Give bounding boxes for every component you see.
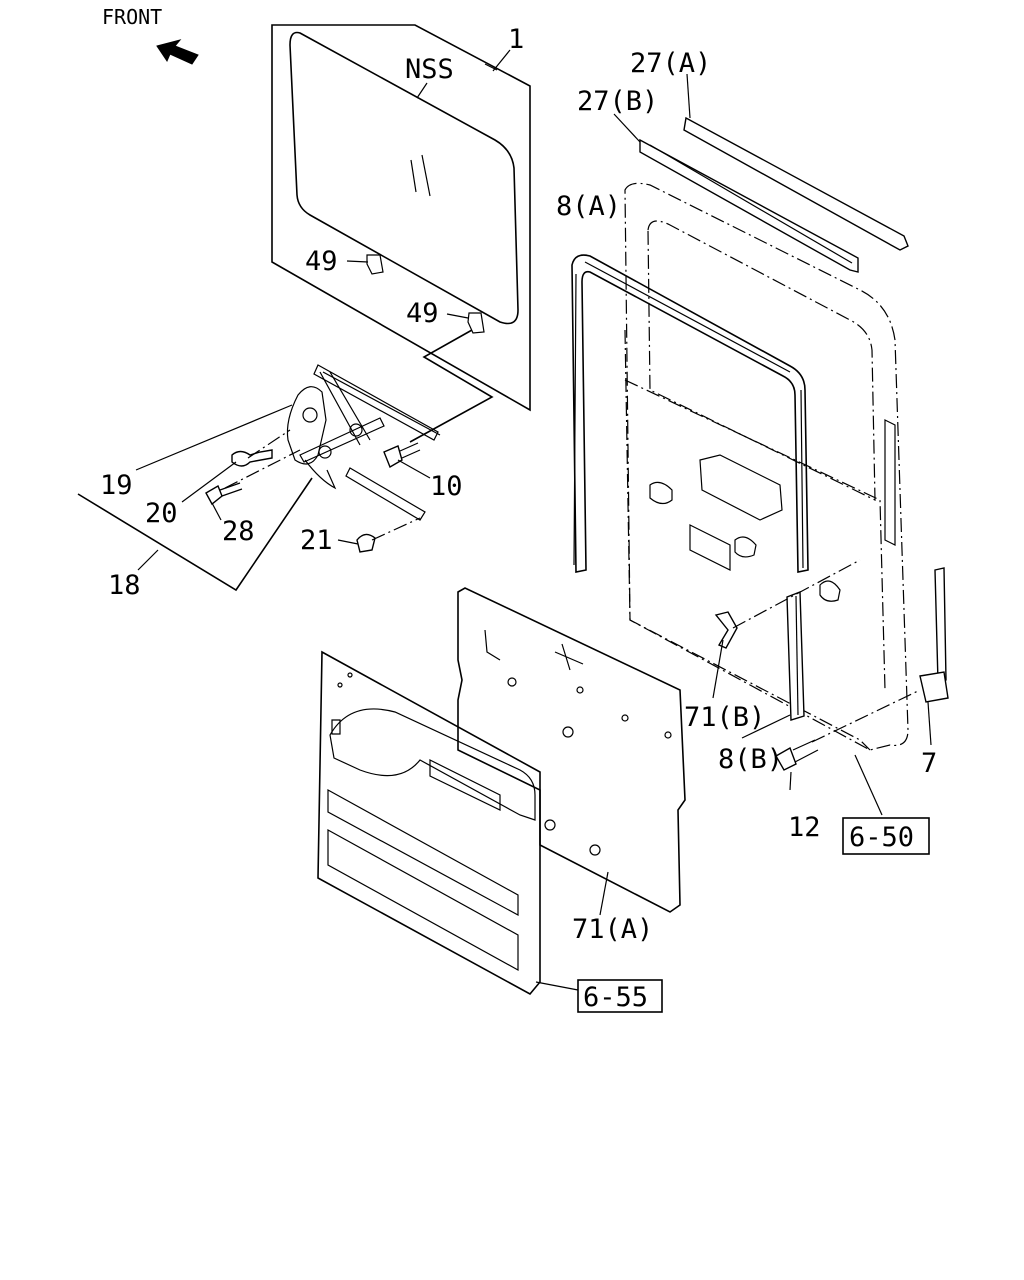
label-part-12: 12 [788,812,821,843]
ref-box-6-50[interactable]: 6-50 [842,817,930,855]
label-part-1: 1 [508,24,524,55]
label-part-10: 10 [430,471,463,502]
ref-6-50-label: 6-50 [849,822,914,853]
front-indicator: FRONT [102,5,199,65]
label-part-7: 7 [921,748,937,779]
label-part-20: 20 [145,498,178,529]
label-part-21: 21 [300,525,333,556]
runners [613,73,909,273]
front-arrow-icon [156,39,199,65]
regulator-bracket-outline [409,329,494,443]
trim-panel [317,650,579,996]
ref-6-55-label: 6-55 [583,982,648,1013]
part-labels: 1 NSS 27(A) 27(B) 8(A) 49 49 19 20 28 10… [100,24,937,945]
label-part-49-upper: 49 [305,246,338,277]
label-part-28: 28 [222,516,255,547]
glass-assembly [271,24,531,412]
label-part-8b: 8(B) [718,744,783,775]
label-nss: NSS [405,54,454,85]
door-shell [624,182,909,751]
front-label: FRONT [102,5,162,29]
label-part-27b: 27(B) [577,86,658,117]
label-part-8a: 8(A) [556,191,621,222]
window-regulator [286,364,441,521]
label-part-49-lower: 49 [406,298,439,329]
insulator-71a [457,587,686,916]
weatherstrip-8a [571,254,809,573]
leader-lines-left [135,49,511,571]
regulator-group-bracket [77,477,313,592]
label-part-71b: 71(B) [684,702,765,733]
lower-parts [712,559,949,816]
ref-box-6-55[interactable]: 6-55 [577,979,663,1013]
label-part-71a: 71(A) [572,914,653,945]
fasteners [205,442,421,553]
label-part-27a: 27(A) [630,48,711,79]
label-part-18: 18 [108,570,141,601]
label-part-19: 19 [100,470,133,501]
